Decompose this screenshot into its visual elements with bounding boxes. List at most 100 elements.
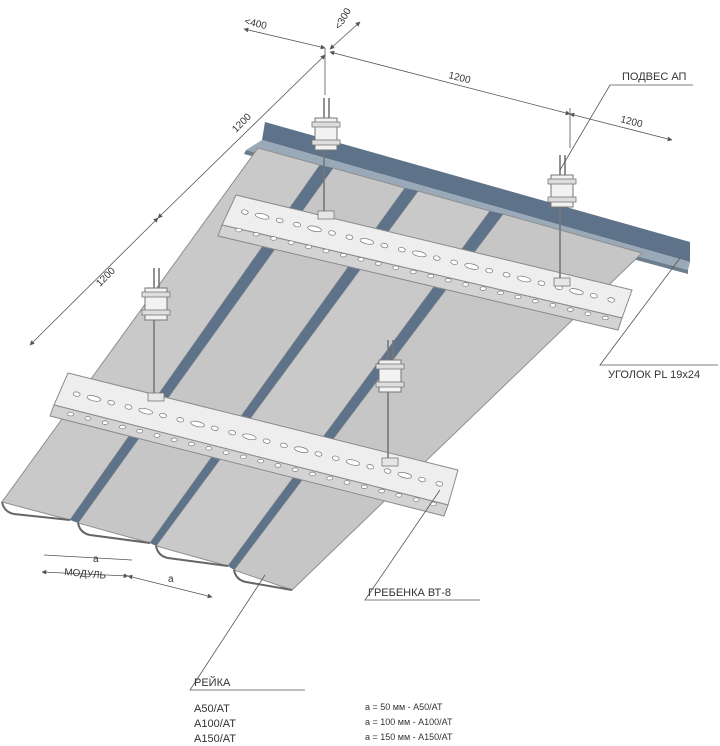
comb-slot — [549, 303, 557, 308]
comb-slot — [84, 416, 92, 421]
comb-slot — [427, 273, 435, 279]
comb-slot — [497, 290, 504, 295]
rail-edge-3 — [155, 545, 229, 567]
label-comb: ГРЕБЕНКА ВТ-8 — [368, 587, 451, 599]
comb-slot — [257, 458, 264, 464]
callout-leaders — [189, 84, 718, 691]
comb-slot — [119, 424, 126, 430]
comb-hole — [293, 222, 301, 228]
comb-slot — [235, 227, 243, 233]
comb-hole — [435, 481, 444, 487]
dim-400: <400 — [243, 16, 268, 32]
dim-1200-top: 1200 — [447, 70, 472, 86]
dim-1200-left: 1200 — [94, 265, 118, 289]
rail-edge-4 — [233, 569, 293, 591]
comb-hole — [607, 297, 616, 303]
dim-1200-mid: 1200 — [230, 111, 254, 135]
comb-slot — [270, 236, 277, 241]
comb-hole — [537, 280, 546, 286]
comb-slot — [378, 488, 385, 494]
hanger-assembly — [547, 155, 577, 287]
comb-hole — [345, 234, 354, 240]
comb-slot — [274, 463, 282, 468]
comb-hole — [418, 476, 426, 483]
legend-model-3: A150/AT — [194, 733, 236, 745]
comb-hole — [359, 238, 375, 245]
comb-slot — [514, 294, 522, 300]
comb-slot — [222, 450, 230, 455]
dimension-lines — [29, 21, 673, 599]
rail-edge-1 — [1, 501, 71, 521]
comb-hole — [138, 407, 153, 415]
dim-module: МОДУЛЬ — [64, 567, 107, 582]
label-hanger: ПОДВЕС АП — [622, 71, 687, 83]
comb-slot — [153, 433, 161, 438]
comb-slot — [136, 429, 144, 434]
comb-slot — [188, 441, 195, 447]
hanger-assembly — [375, 340, 405, 467]
dim-300: <300 — [333, 6, 354, 31]
comb-hole — [107, 400, 115, 406]
comb-slot — [567, 307, 574, 312]
comb-hole — [380, 242, 389, 249]
comb-lower — [49, 372, 459, 517]
comb-hole — [211, 425, 219, 431]
comb-hole — [124, 404, 133, 410]
comb-hole — [280, 442, 288, 449]
comb-hole — [485, 268, 493, 274]
comb-slot — [360, 484, 368, 489]
comb-lower-holes — [67, 391, 444, 507]
comb-hole — [345, 459, 361, 466]
legend-rule-1: a = 50 мм - A50/AT — [365, 702, 443, 712]
comb-hole — [176, 417, 185, 423]
comb-slot — [357, 257, 365, 262]
comb-slot — [395, 493, 403, 498]
comb-slot — [409, 269, 417, 275]
comb-hole — [228, 429, 236, 436]
comb-hole — [432, 255, 441, 261]
legend-rule-2: a = 100 мм - A100/AT — [365, 717, 453, 727]
legend-model-2: A100/AT — [194, 718, 236, 730]
comb-hole — [328, 230, 336, 236]
comb-slot — [532, 299, 539, 304]
comb-hole — [412, 250, 427, 258]
comb-hole — [590, 293, 598, 299]
comb-slot — [101, 420, 109, 425]
comb-slot — [305, 244, 312, 249]
comb-hole — [190, 420, 205, 428]
comb-slot — [287, 240, 295, 245]
comb-hole — [307, 225, 322, 233]
comb-slot — [322, 248, 330, 254]
rail-groove-3 — [228, 211, 503, 570]
comb-slot — [375, 261, 382, 266]
comb-slot — [392, 265, 400, 270]
comb-hole — [516, 275, 532, 283]
legend-rule-3: a = 150 мм - A150/AT — [365, 732, 453, 742]
comb-hole — [242, 433, 257, 441]
comb-slot — [309, 471, 316, 477]
comb-slot — [462, 282, 469, 287]
comb-hole — [569, 288, 584, 295]
comb-slot — [326, 476, 334, 481]
comb-hole — [262, 438, 271, 444]
comb-slot — [205, 446, 213, 451]
rail-edge-2 — [77, 522, 151, 544]
comb-hole — [159, 412, 167, 419]
comb-hole — [502, 272, 511, 278]
comb-slot — [343, 480, 351, 485]
label-angle: УГОЛОК PL 19x24 — [608, 369, 700, 381]
dim-a-2: a — [168, 574, 174, 585]
comb-slot — [601, 315, 609, 321]
comb-slot — [170, 437, 178, 442]
label-rail: РЕЙКА — [194, 676, 231, 689]
legend-model-1: A50/AT — [194, 703, 230, 715]
comb-hole — [314, 451, 323, 457]
comb-hole — [331, 455, 340, 461]
comb-slot — [252, 232, 260, 237]
comb-hole — [464, 263, 479, 270]
comb-slot — [412, 497, 420, 502]
comb-slot — [584, 311, 592, 316]
dim-a-1: a — [93, 554, 99, 565]
